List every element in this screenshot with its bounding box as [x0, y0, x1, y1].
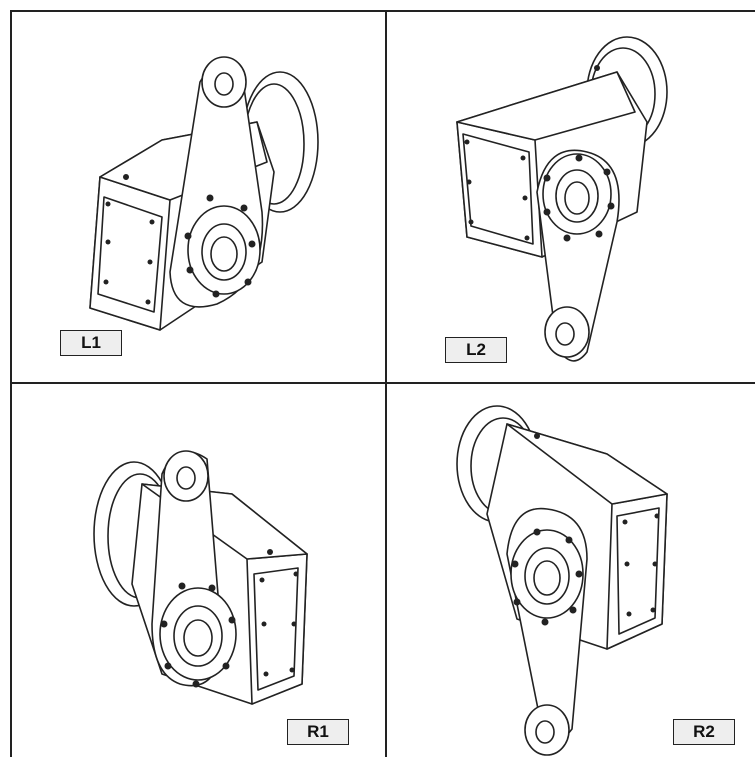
- label-l2: L2: [445, 337, 507, 363]
- label-l1: L1: [60, 330, 122, 356]
- left-border: [10, 10, 12, 757]
- middle-divider: [10, 382, 755, 384]
- label-r2: R2: [673, 719, 735, 745]
- panel-r2: R2: [387, 384, 755, 757]
- gearbox-l1-drawing: [89, 56, 319, 331]
- gearbox-r2-drawing: [456, 405, 668, 756]
- gearbox-l2-drawing: [456, 36, 668, 362]
- top-border: [10, 10, 755, 12]
- panel-r1: R1: [12, 384, 384, 757]
- center-divider: [385, 10, 387, 757]
- panel-l2: L2: [387, 12, 755, 381]
- panel-l1: L1: [12, 12, 384, 381]
- label-r1: R1: [287, 719, 349, 745]
- gearbox-r1-drawing: [93, 450, 308, 705]
